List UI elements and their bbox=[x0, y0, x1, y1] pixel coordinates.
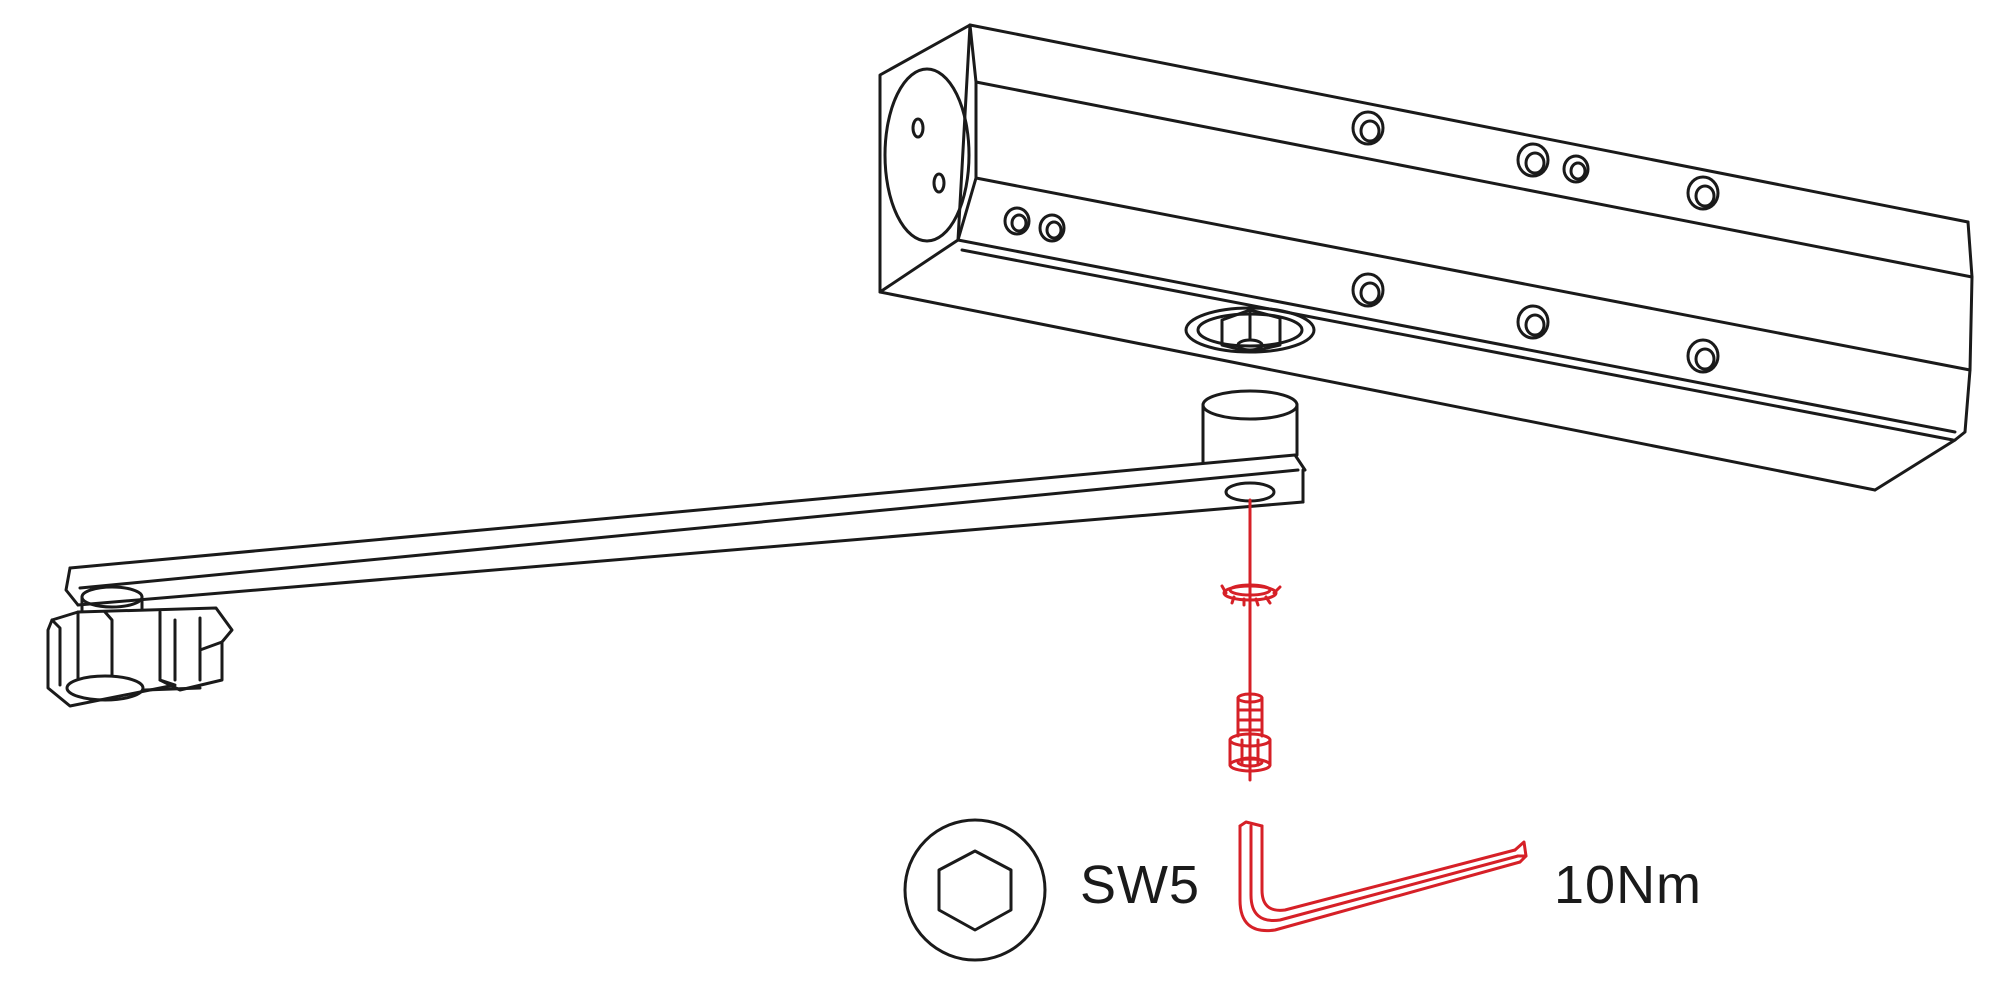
cap-screw-icon bbox=[1228, 692, 1272, 773]
arm-shoe-bracket bbox=[46, 585, 234, 708]
l-shaped-hex-key-icon bbox=[1238, 820, 1528, 933]
closer-arm bbox=[46, 389, 1307, 708]
door-closer-body bbox=[878, 23, 1974, 492]
spindle-socket bbox=[1184, 306, 1316, 354]
body-screw-holes bbox=[1003, 110, 1720, 374]
fastener-exploded-parts bbox=[1220, 498, 1528, 933]
hex-size-label: SW5 bbox=[1080, 855, 1201, 915]
torque-label: 10Nm bbox=[1554, 855, 1703, 915]
lock-washer-icon bbox=[1220, 583, 1282, 607]
hexagon-in-circle-icon bbox=[903, 818, 1047, 962]
